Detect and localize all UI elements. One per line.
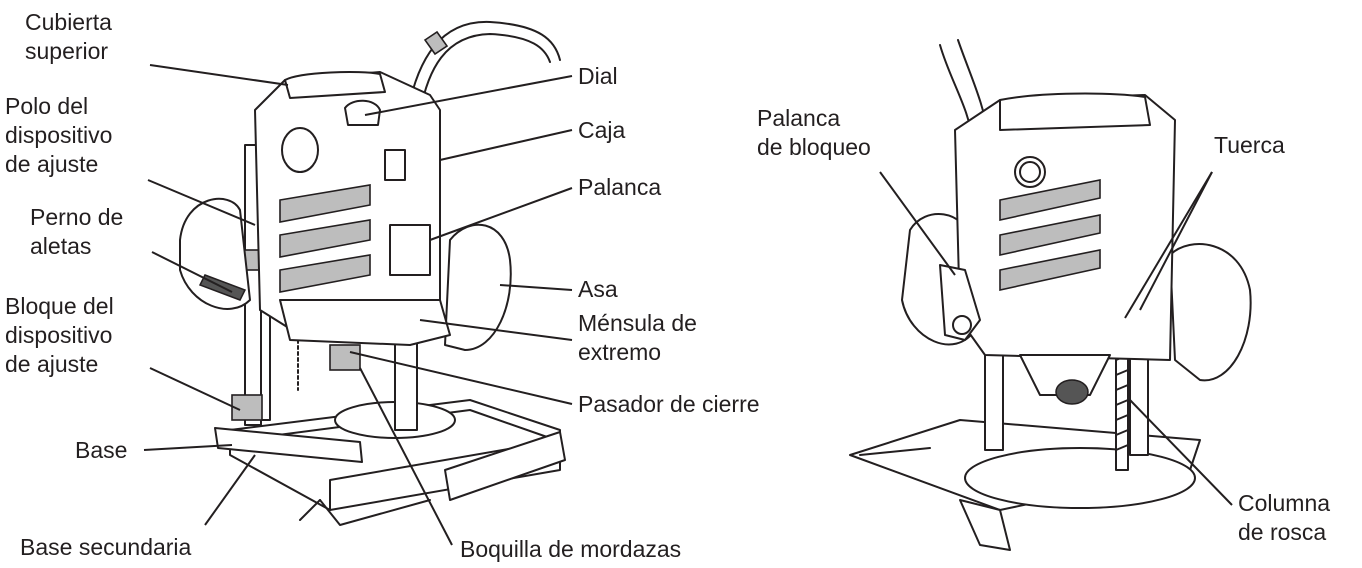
- label-line: de bloqueo: [757, 134, 871, 160]
- left-leader-lines: [143, 64, 573, 546]
- label-line: extremo: [578, 339, 662, 365]
- label-tuerca: Tuerca: [1214, 132, 1285, 158]
- label-base: Base: [75, 437, 128, 463]
- label-line: Polo del: [5, 93, 89, 119]
- label-mensula-extremo: Ménsula de extremo: [578, 309, 697, 367]
- label-base-secundaria: Base secundaria: [20, 534, 192, 560]
- label-dial: Dial: [578, 63, 618, 89]
- label-line: Ménsula de: [578, 310, 697, 336]
- label-line: de ajuste: [5, 151, 99, 177]
- label-polo-dispositivo-ajuste: Polo del dispositivo de ajuste: [5, 92, 112, 179]
- right-leader-lines: [879, 171, 1233, 506]
- label-line: Bloque del: [5, 293, 114, 319]
- label-pasador-cierre: Pasador de cierre: [578, 391, 760, 417]
- label-line: dispositivo: [5, 122, 113, 148]
- label-line: Cubierta: [25, 9, 112, 35]
- right-router-drawing: [849, 39, 1252, 551]
- label-line: Palanca: [757, 105, 841, 131]
- label-palanca: Palanca: [578, 174, 662, 200]
- label-asa: Asa: [578, 276, 618, 302]
- label-line: de ajuste: [5, 351, 99, 377]
- label-line: Perno de: [30, 204, 124, 230]
- label-line: aletas: [30, 233, 92, 259]
- label-cubierta-superior: Cubierta superior: [25, 8, 112, 66]
- label-palanca-bloqueo: Palanca de bloqueo: [757, 104, 871, 162]
- label-line: dispositivo: [5, 322, 113, 348]
- label-boquilla-mordazas: Boquilla de mordazas: [460, 536, 682, 562]
- label-caja: Caja: [578, 117, 626, 143]
- label-line: de rosca: [1238, 519, 1327, 545]
- label-bloque-dispositivo-ajuste: Bloque del dispositivo de ajuste: [5, 292, 114, 379]
- label-columna-rosca: Columna de rosca: [1238, 489, 1330, 547]
- label-perno-aletas: Perno de aletas: [30, 203, 123, 261]
- label-line: superior: [25, 38, 109, 64]
- label-line: Columna: [1238, 490, 1331, 516]
- left-router-drawing: [179, 20, 566, 526]
